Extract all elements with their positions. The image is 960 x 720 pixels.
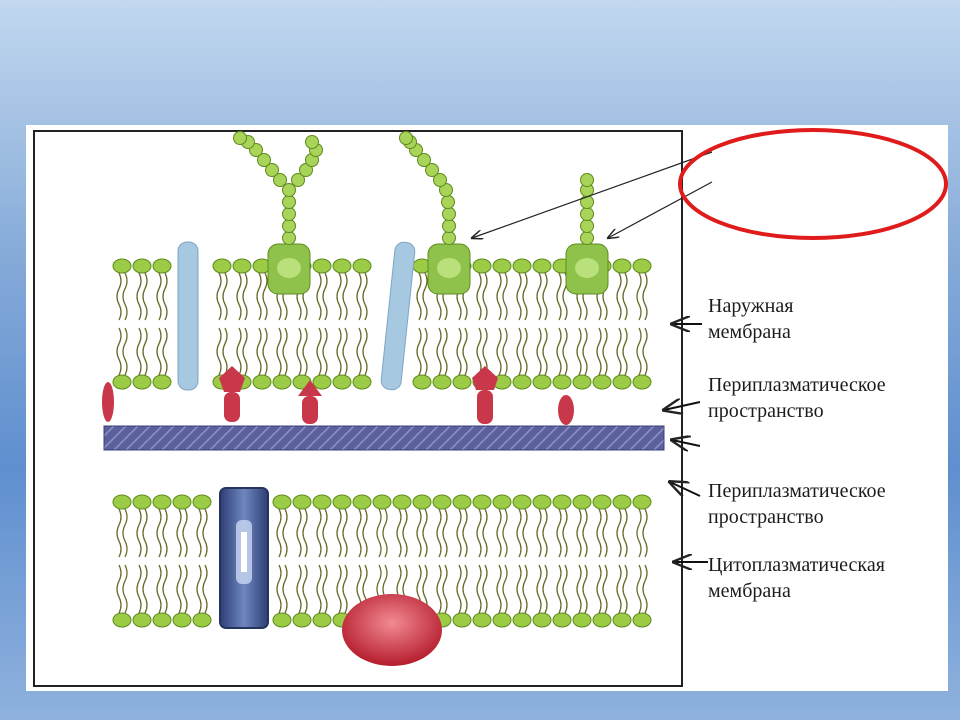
- sugar-bead: [265, 163, 279, 177]
- label-periplasmic-space: Периплазматическое пространство: [708, 480, 886, 528]
- lipid: [112, 494, 132, 628]
- lipid: [512, 258, 532, 390]
- lps-molecule: [399, 131, 471, 295]
- label-outer-membrane: Наружная мембрана: [708, 295, 794, 343]
- sugar-bead: [257, 153, 271, 167]
- sugar-bead: [441, 195, 455, 209]
- sugar-bead: [580, 219, 594, 233]
- porin-protein: [380, 241, 416, 391]
- lipid: [112, 258, 132, 390]
- pointer-line: [608, 181, 713, 238]
- lipid: [492, 258, 512, 390]
- lipid: [312, 494, 332, 628]
- sugar-bead: [433, 173, 447, 187]
- lipid: [132, 258, 152, 390]
- peptidoglycan-layer: [103, 425, 665, 451]
- sugar-bead: [580, 195, 594, 209]
- sugar-bead: [399, 131, 413, 145]
- sugar-bead: [282, 183, 296, 197]
- lipid: [412, 258, 432, 390]
- sugar-bead: [417, 153, 431, 167]
- sugar-bead: [282, 231, 296, 245]
- highlight-ellipse: [678, 128, 948, 240]
- lipid: [492, 494, 512, 628]
- sugar-bead: [442, 219, 456, 233]
- lipid: [192, 494, 212, 628]
- sugar-bead: [580, 173, 594, 187]
- lps-molecule: [233, 131, 323, 295]
- sugar-bead: [442, 231, 456, 245]
- transmembrane-protein: [219, 487, 269, 629]
- lipid: [152, 258, 172, 390]
- pointer-line: [472, 151, 713, 238]
- sugar-bead: [305, 135, 319, 149]
- lipid: [632, 258, 652, 390]
- lipid: [432, 494, 452, 628]
- lipid: [172, 494, 192, 628]
- periplasmic-protein: [472, 366, 498, 424]
- lps-molecule: [565, 173, 609, 295]
- cytoplasmic-membrane: [112, 494, 652, 628]
- lipid: [632, 494, 652, 628]
- peripheral-protein: [342, 594, 442, 666]
- arrow-periplasm-2: [670, 482, 701, 497]
- sugar-bead: [282, 195, 296, 209]
- lipid: [532, 494, 552, 628]
- sugar-bead: [291, 173, 305, 187]
- lipid: [612, 494, 632, 628]
- lipid: [572, 494, 592, 628]
- lipid: [252, 258, 272, 390]
- periplasmic-protein: [298, 380, 322, 424]
- lipid: [292, 494, 312, 628]
- lipid: [152, 494, 172, 628]
- lipid: [592, 494, 612, 628]
- sugar-bead: [425, 163, 439, 177]
- lipid: [552, 494, 572, 628]
- label-cytoplasmic-membrane: Цитоплазматическая мембрана: [708, 554, 885, 602]
- label-periplasmic-space: Периплазматическое пространство: [708, 374, 886, 422]
- periplasmic-protein: [219, 366, 245, 422]
- porin-protein: [177, 241, 199, 391]
- sugar-bead: [282, 207, 296, 221]
- periplasmic-protein: [102, 382, 114, 422]
- sugar-bead: [580, 207, 594, 221]
- sugar-bead: [580, 231, 594, 245]
- periplasmic-protein: [558, 395, 574, 425]
- sugar-bead: [233, 131, 247, 145]
- sugar-bead: [282, 219, 296, 233]
- lipid: [512, 494, 532, 628]
- lipid: [452, 494, 472, 628]
- lipid: [612, 258, 632, 390]
- lipid: [132, 494, 152, 628]
- lipid: [332, 258, 352, 390]
- sugar-bead: [442, 207, 456, 221]
- arrow-periplasm-1: [664, 402, 701, 410]
- lipid: [332, 494, 352, 628]
- lipid: [312, 258, 332, 390]
- lipid: [272, 494, 292, 628]
- lipid: [532, 258, 552, 390]
- lipid: [352, 258, 372, 390]
- lipid: [472, 494, 492, 628]
- sugar-bead: [273, 173, 287, 187]
- arrow-peptidoglycan: [672, 440, 701, 446]
